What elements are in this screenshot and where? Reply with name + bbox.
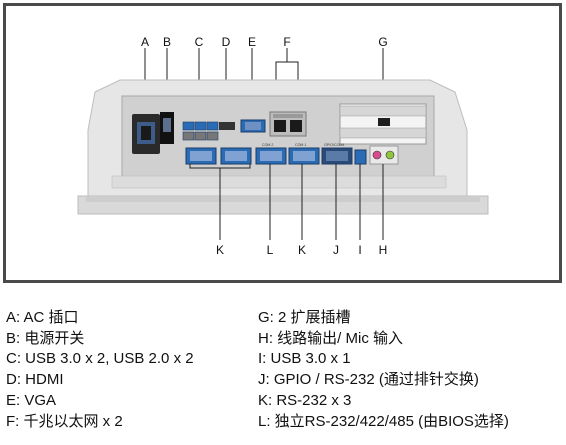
callout-e: E	[247, 35, 256, 49]
port-label-com2: COM 2	[262, 143, 273, 147]
leader-lines-bottom	[189, 164, 384, 240]
legend-item-d: D: HDMI	[6, 371, 64, 389]
audio-jacks	[369, 145, 399, 165]
legend-item-f: F: 千兆以太网 x 2	[6, 412, 123, 430]
legend-item-h: H: 线路输出/ Mic 输入	[258, 329, 403, 347]
com-ports	[185, 147, 353, 165]
legend-item-j: J: GPIO / RS-232 (通过排针交换)	[258, 371, 479, 389]
callout-g: G	[378, 35, 388, 49]
hdmi-port	[219, 122, 235, 130]
rear-panel-illustration: COM 2 COM 1 GPIO/COM4	[77, 48, 489, 240]
legend-item-g: G: 2 扩展插槽	[258, 309, 351, 326]
callout-b: B	[162, 35, 171, 49]
callout-k1: K	[215, 243, 224, 257]
legend-item-b: B: 电源开关	[6, 329, 85, 347]
legend-right-column: G: 2 扩展插槽 H: 线路输出/ Mic 输入 I: USB 3.0 x 1…	[258, 308, 509, 432]
callout-k2: K	[297, 243, 306, 257]
callout-d: D	[221, 35, 231, 49]
legend-left-column: A: AC 插口 B: 电源开关 C: USB 3.0 x 2, USB 2.0…	[6, 308, 194, 432]
port-label-gpio: GPIO/COM4	[324, 143, 344, 147]
usb3-port	[354, 149, 367, 165]
legend-item-k: K: RS-232 x 3	[258, 391, 352, 409]
expansion-slots	[339, 103, 427, 145]
lan-ports	[269, 111, 307, 137]
callout-j: J	[333, 243, 339, 257]
usb-ports-group	[182, 121, 219, 141]
callout-c: C	[194, 35, 204, 49]
ac-inlet-and-switch	[132, 112, 174, 154]
legend-item-a: A: AC 插口	[6, 309, 79, 326]
port-label-com1: COM 1	[295, 143, 306, 147]
callout-h: H	[378, 243, 388, 257]
legend-item-e: E: VGA	[6, 391, 57, 409]
vga-port	[240, 119, 266, 133]
legend-item-l: L: 独立RS-232/422/485 (由BIOS选择)	[258, 412, 509, 430]
legend-item-c: C: USB 3.0 x 2, USB 2.0 x 2	[6, 350, 194, 368]
callout-f: F	[283, 35, 291, 49]
callout-l: L	[266, 243, 274, 257]
legend-item-i: I: USB 3.0 x 1	[258, 350, 351, 368]
callout-a: A	[140, 35, 149, 49]
callout-i: I	[358, 243, 362, 257]
